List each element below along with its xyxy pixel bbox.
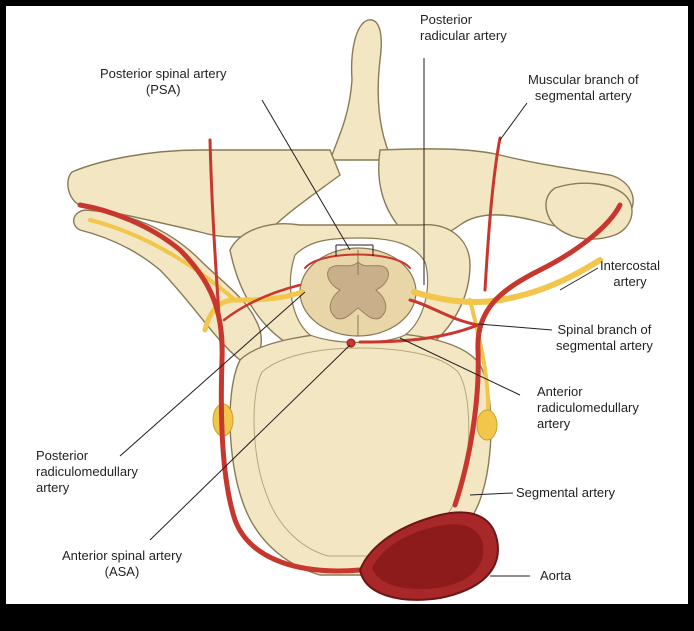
anterior-spinal-artery-vessel [347, 339, 355, 347]
label-segmental-artery: Segmental artery [516, 485, 615, 501]
label-posterior-spinal-artery: Posterior spinal artery(PSA) [100, 66, 226, 98]
leader-spinal-branch [478, 324, 552, 330]
label-anterior-spinal-artery: Anterior spinal artery(ASA) [62, 548, 182, 580]
spinous-process [330, 20, 392, 160]
label-aorta: Aorta [540, 568, 571, 584]
right-ganglion [477, 410, 497, 440]
leader-muscular [500, 103, 527, 140]
